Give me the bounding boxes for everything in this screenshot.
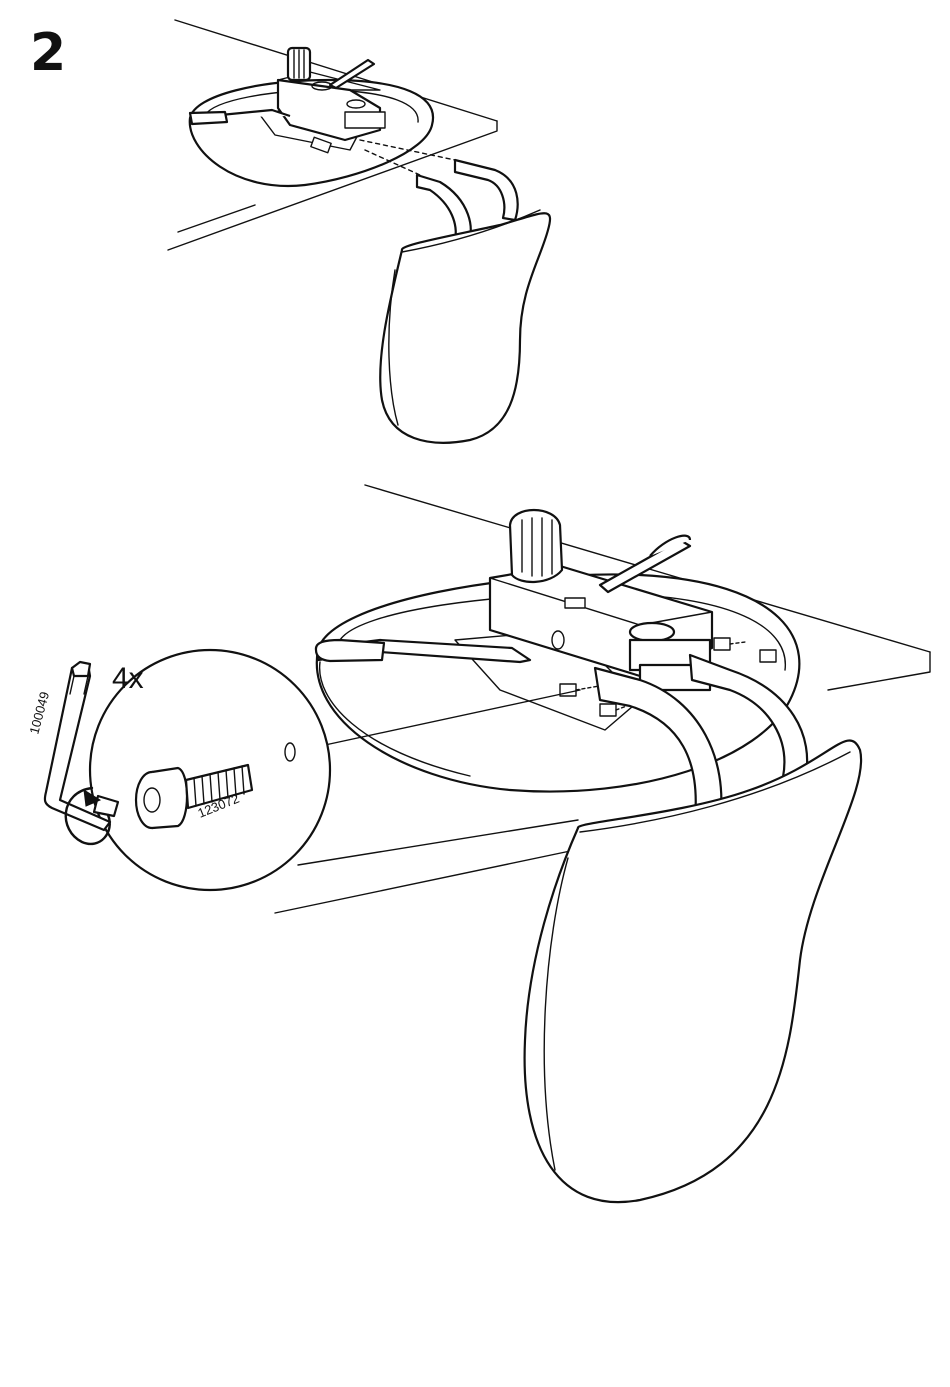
quantity-label: 4x	[112, 662, 144, 695]
screw-hole-icon	[285, 743, 295, 761]
detail-illustration	[275, 485, 930, 1202]
screw-3	[714, 638, 730, 650]
screw-2	[600, 704, 616, 716]
step-number: 2	[30, 23, 66, 83]
key-part-number: 100049	[26, 690, 52, 736]
screw-4	[760, 650, 776, 662]
overview-illustration	[168, 20, 550, 443]
backrest	[380, 160, 550, 443]
